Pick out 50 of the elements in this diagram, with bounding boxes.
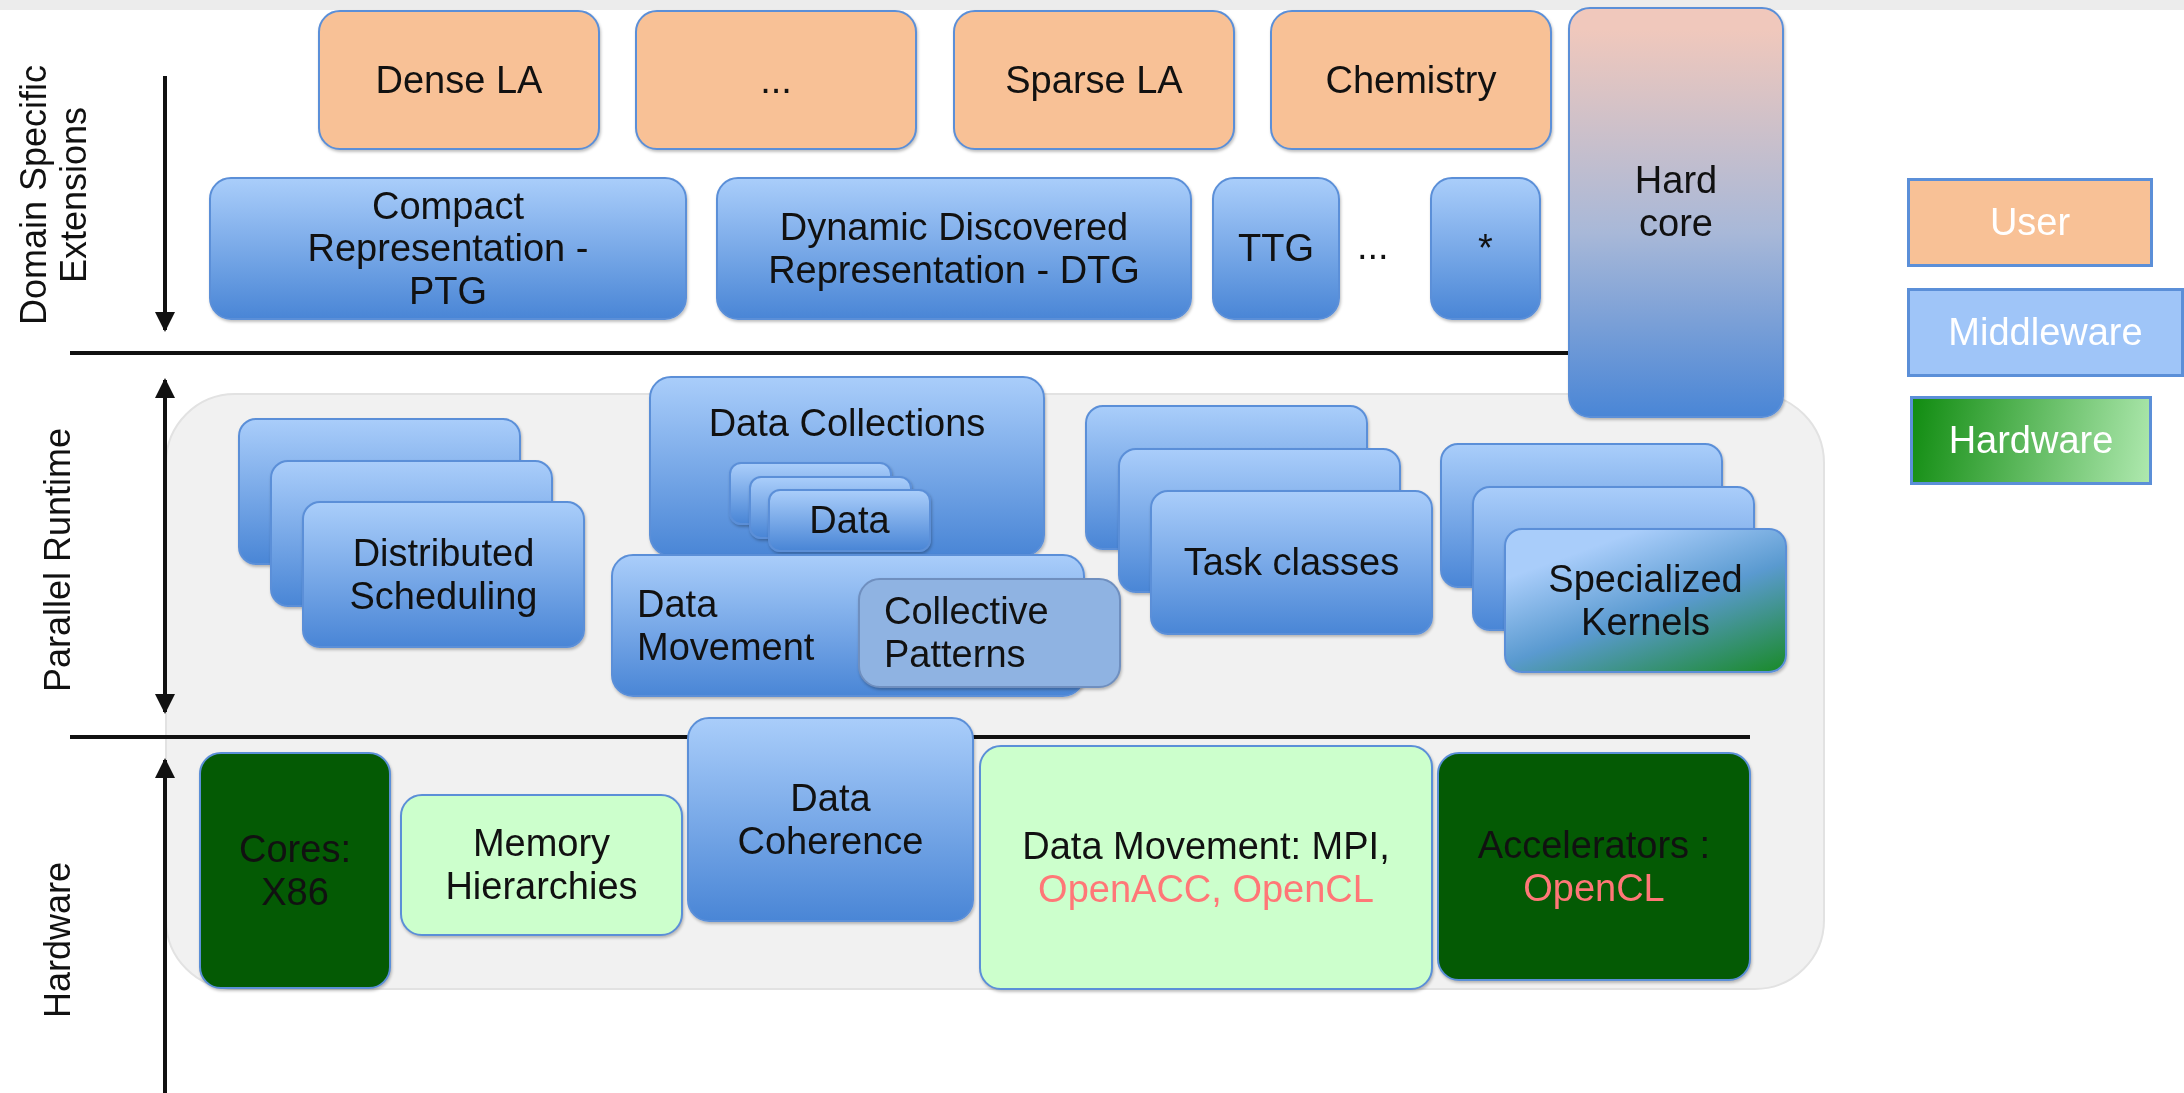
node-text: Data Movement: [637, 582, 816, 669]
node-text: Chemistry: [1325, 58, 1497, 102]
node-text: Collective Patterns: [884, 590, 1050, 676]
middleware-box: [687, 717, 974, 922]
node-text: Data Collections: [708, 402, 986, 445]
node-text: Compact Representation - PTG: [306, 184, 590, 313]
node-text: *: [1478, 227, 1493, 270]
hard-core-box: [1568, 7, 1784, 418]
legend-swatch: Hardware: [1910, 396, 2152, 485]
hardware-box: [979, 745, 1433, 990]
node-text: Data Movement: MPI,: [1022, 824, 1390, 868]
hardware-box: [400, 794, 683, 936]
stacked-cards: [1440, 443, 1787, 673]
node-text: OpenCL: [1523, 866, 1665, 910]
middleware-box: [716, 177, 1192, 320]
node-text: TTG: [1238, 227, 1314, 270]
node-text: Accelerators :: [1477, 823, 1711, 867]
middleware-box: [1430, 177, 1541, 320]
node-text: Distributed Scheduling: [348, 531, 539, 618]
node-text: Cores: X86: [238, 827, 352, 914]
stacked-cards: [1085, 405, 1433, 635]
node-text: Task classes: [1183, 541, 1400, 584]
node-text: Specialized Kernels: [1547, 557, 1744, 644]
stacked-cards: [238, 418, 585, 648]
middleware-box: [1212, 177, 1340, 320]
legend-swatch: Middleware: [1907, 288, 2184, 377]
node-text: Dynamic Discovered Representation - DTG: [767, 205, 1141, 292]
hardware-box: [1437, 752, 1751, 981]
layer-label: Domain Specific Extensions: [14, 63, 94, 328]
node-text: Data Coherence: [736, 776, 925, 863]
node-text: OpenACC, OpenCL: [1038, 867, 1374, 911]
node-text: Dense LA: [375, 58, 543, 102]
node-text: Data: [809, 499, 890, 542]
user-box: [953, 10, 1235, 150]
node-text: Hard core: [1633, 159, 1719, 245]
user-box: [1270, 10, 1552, 150]
user-box: [318, 10, 600, 150]
layer-label: Parallel Runtime: [38, 426, 78, 695]
ellipsis-text: ...: [1357, 225, 1389, 268]
stacked-cards: [729, 462, 931, 552]
user-box: [635, 10, 917, 150]
middleware-box: [649, 376, 1045, 557]
node-text: Memory Hierarchies: [444, 822, 639, 908]
node-text: ...: [760, 58, 792, 102]
middleware-box: [209, 177, 687, 320]
layer-label: Hardware: [38, 860, 78, 1021]
node-text: Sparse LA: [1005, 58, 1183, 102]
middleware-box: [858, 578, 1121, 688]
legend-swatch: User: [1907, 178, 2153, 267]
hardware-box: [199, 752, 391, 989]
